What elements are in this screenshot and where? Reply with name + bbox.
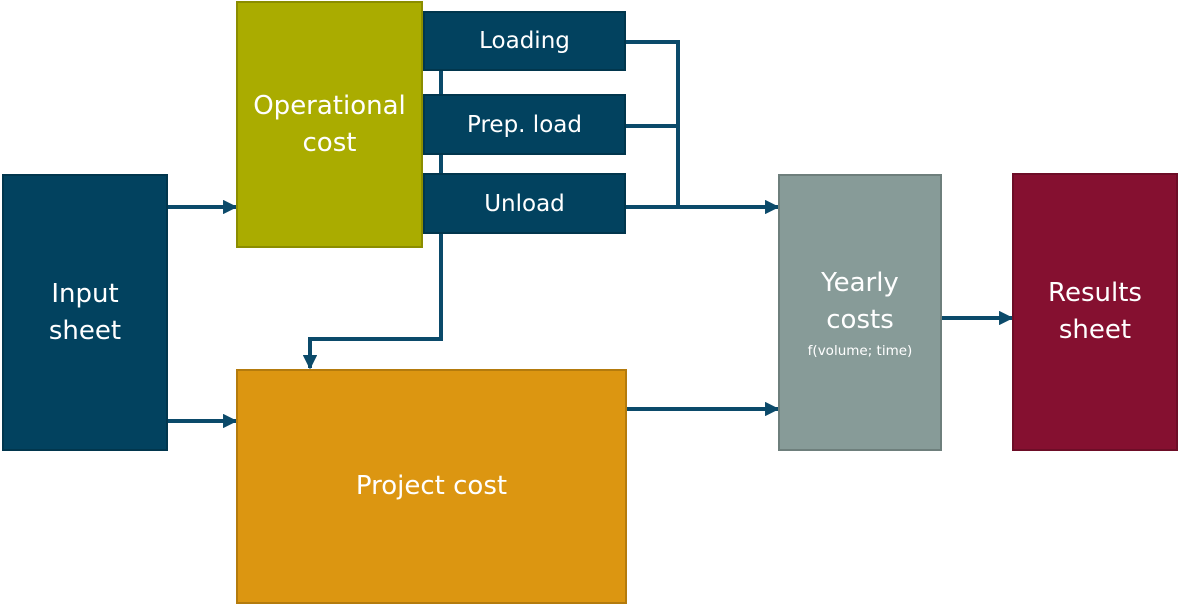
connector-loading-merge (626, 40, 680, 207)
operational-cost-label-line-1: Operational (253, 90, 406, 121)
prep-load-box: Prep. load (423, 94, 626, 155)
yearly-costs-label-line-2: costs (826, 305, 894, 335)
input-sheet-label-line-2: sheet (48, 315, 122, 346)
loading-box: Loading (423, 11, 626, 71)
yearly-costs-formula: f(volume; time) (807, 343, 913, 359)
yearly-costs-box: Yearly costs f(volume; time) (778, 174, 942, 451)
results-sheet-box: Results sheet (1012, 173, 1178, 451)
input-sheet-label-line-1: Input (51, 278, 119, 309)
results-sheet-label-line-1: Results (1048, 278, 1142, 308)
yearly-costs-label-line-1: Yearly (821, 268, 899, 298)
project-cost-box: Project cost (236, 369, 627, 604)
unload-box: Unload (423, 173, 626, 234)
unload-label: Unload (484, 190, 565, 217)
operational-cost-box: Operational cost (236, 1, 423, 248)
operational-cost-label-line-2: cost (302, 127, 357, 158)
results-sheet-label-line-2: sheet (1058, 315, 1132, 345)
loading-label: Loading (479, 28, 570, 54)
input-sheet-box: Input sheet (2, 174, 168, 451)
prep-load-label: Prep. load (467, 111, 582, 138)
project-cost-label: Project cost (355, 471, 508, 501)
